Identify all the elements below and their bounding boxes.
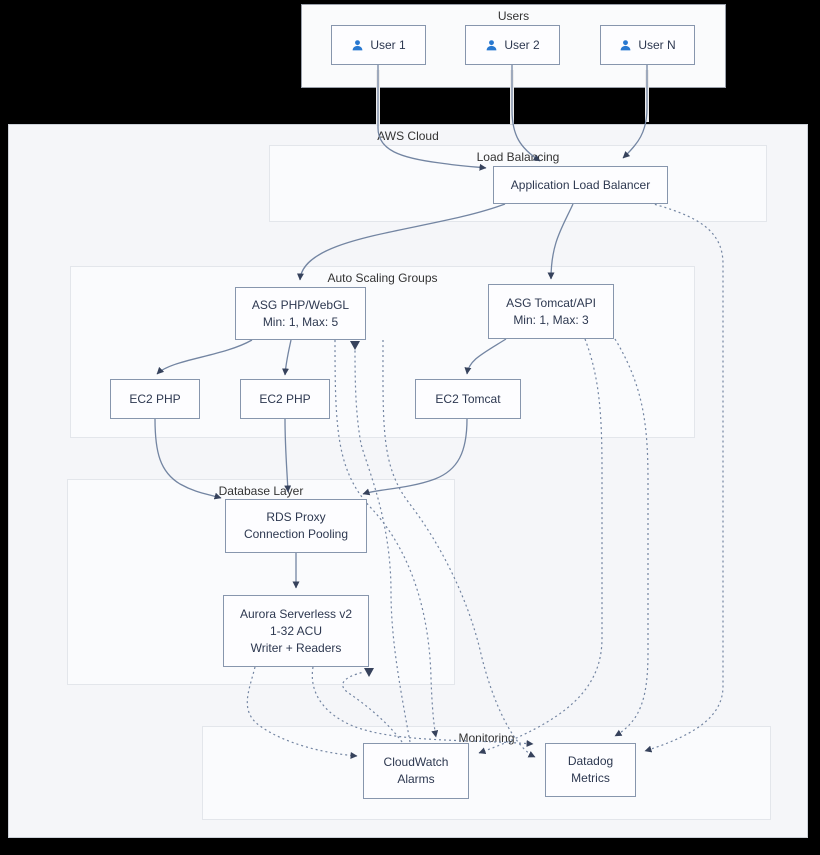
load-balancing-label: Load Balancing: [476, 150, 560, 164]
user-1-label: User 1: [370, 37, 406, 52]
asg-tomcat-line2: Min: 1, Max: 3: [513, 312, 589, 327]
asg-tomcat-line1: ASG Tomcat/API: [506, 295, 596, 310]
datadog-node: Datadog Metrics: [545, 743, 636, 797]
asg-tomcat-api-node: ASG Tomcat/API Min: 1, Max: 3: [488, 284, 614, 339]
aurora-node: Aurora Serverless v2 1-32 ACU Writer + R…: [223, 595, 369, 667]
rds-proxy-line1: RDS Proxy: [266, 510, 326, 524]
asg-php-webgl-node: ASG PHP/WebGL Min: 1, Max: 5: [235, 287, 366, 340]
aws-cloud-label: AWS Cloud: [377, 129, 439, 143]
ec2-php-1-label: EC2 PHP: [129, 391, 181, 406]
monitoring-label: Monitoring: [458, 731, 515, 745]
auto-scaling-label: Auto Scaling Groups: [327, 271, 438, 285]
aurora-line2: 1-32 ACU: [269, 623, 323, 638]
datadog-line1: Datadog: [567, 754, 614, 768]
rds-proxy-line2: Connection Pooling: [243, 527, 349, 541]
asg-php-line1: ASG PHP/WebGL: [251, 297, 350, 312]
aurora-line3: Writer + Readers: [250, 640, 342, 655]
user-icon: [619, 39, 632, 52]
ec2-tomcat-label: EC2 Tomcat: [435, 391, 501, 406]
user-2-label: User 2: [504, 37, 540, 52]
user-icon: [351, 39, 364, 52]
user-n-label: User N: [638, 37, 676, 52]
user-2-node: User 2: [465, 25, 560, 65]
user-icon: [485, 39, 498, 52]
ec2-php-2-label: EC2 PHP: [259, 391, 311, 406]
ec2-php-2-node: EC2 PHP: [240, 379, 330, 419]
alb-label: Application Load Balancer: [510, 177, 651, 192]
aurora-line1: Aurora Serverless v2: [239, 606, 353, 621]
cloudwatch-node: CloudWatch Alarms: [363, 743, 469, 799]
asg-php-line2: Min: 1, Max: 5: [262, 314, 339, 329]
database-layer-label: Database Layer: [218, 484, 304, 498]
cloudwatch-line1: CloudWatch: [383, 755, 449, 769]
monitoring-container: Monitoring: [202, 726, 771, 820]
ec2-php-1-node: EC2 PHP: [110, 379, 200, 419]
user-n-node: User N: [600, 25, 695, 65]
rds-proxy-node: RDS Proxy Connection Pooling: [225, 499, 367, 553]
alb-node: Application Load Balancer: [493, 166, 668, 204]
ec2-tomcat-node: EC2 Tomcat: [415, 379, 521, 419]
user-1-node: User 1: [331, 25, 426, 65]
users-group-label: Users: [497, 9, 530, 23]
datadog-line2: Metrics: [571, 771, 610, 785]
cloudwatch-line2: Alarms: [397, 772, 435, 786]
